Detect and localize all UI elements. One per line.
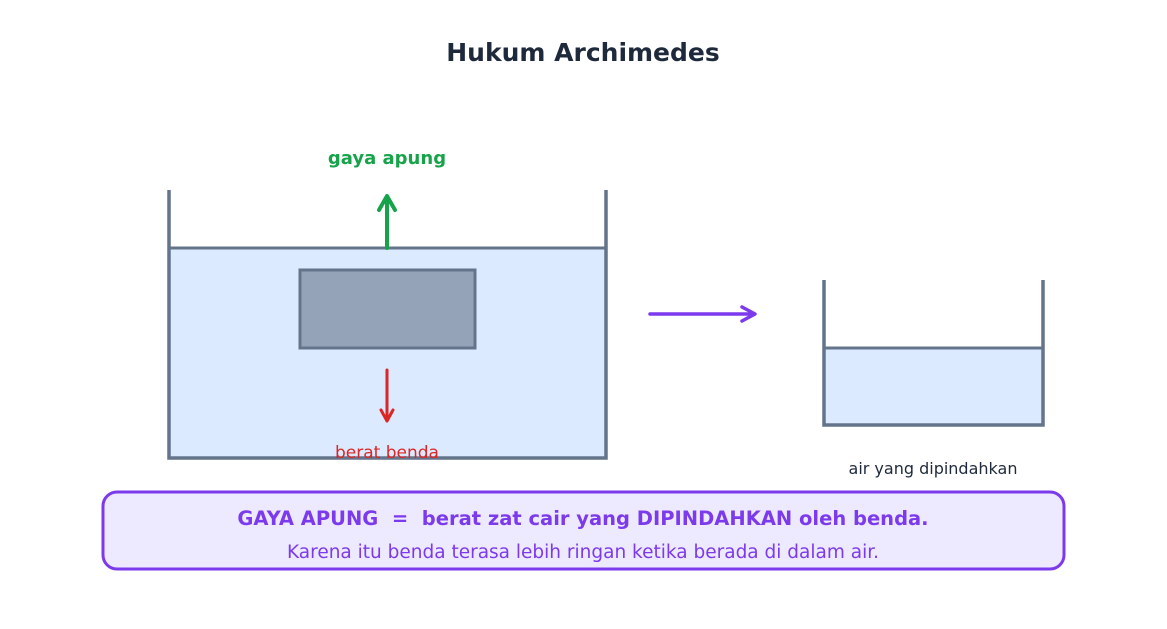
rule-sub-text: Karena itu benda terasa lebih ringan ket… — [287, 542, 879, 563]
rule-box — [101, 490, 1066, 571]
displaced-water-label: air yang dipindahkan — [849, 459, 1018, 478]
small-tank-walls — [822, 280, 1045, 427]
submerged-object — [298, 268, 477, 350]
displaced-water — [824, 348, 1043, 425]
buoyant-force-arrow — [377, 194, 397, 250]
buoyant-force-label: gaya apung — [328, 148, 446, 169]
diagram-title: Hukum Archimedes — [446, 38, 720, 67]
rule-main-text: GAYA APUNG = berat zat cair yang DIPINDA… — [237, 507, 928, 530]
weight-arrow — [379, 368, 395, 423]
object-weight-label: berat benda — [335, 443, 439, 463]
large-tank-walls — [167, 190, 608, 460]
displacement-arrow — [648, 305, 757, 323]
